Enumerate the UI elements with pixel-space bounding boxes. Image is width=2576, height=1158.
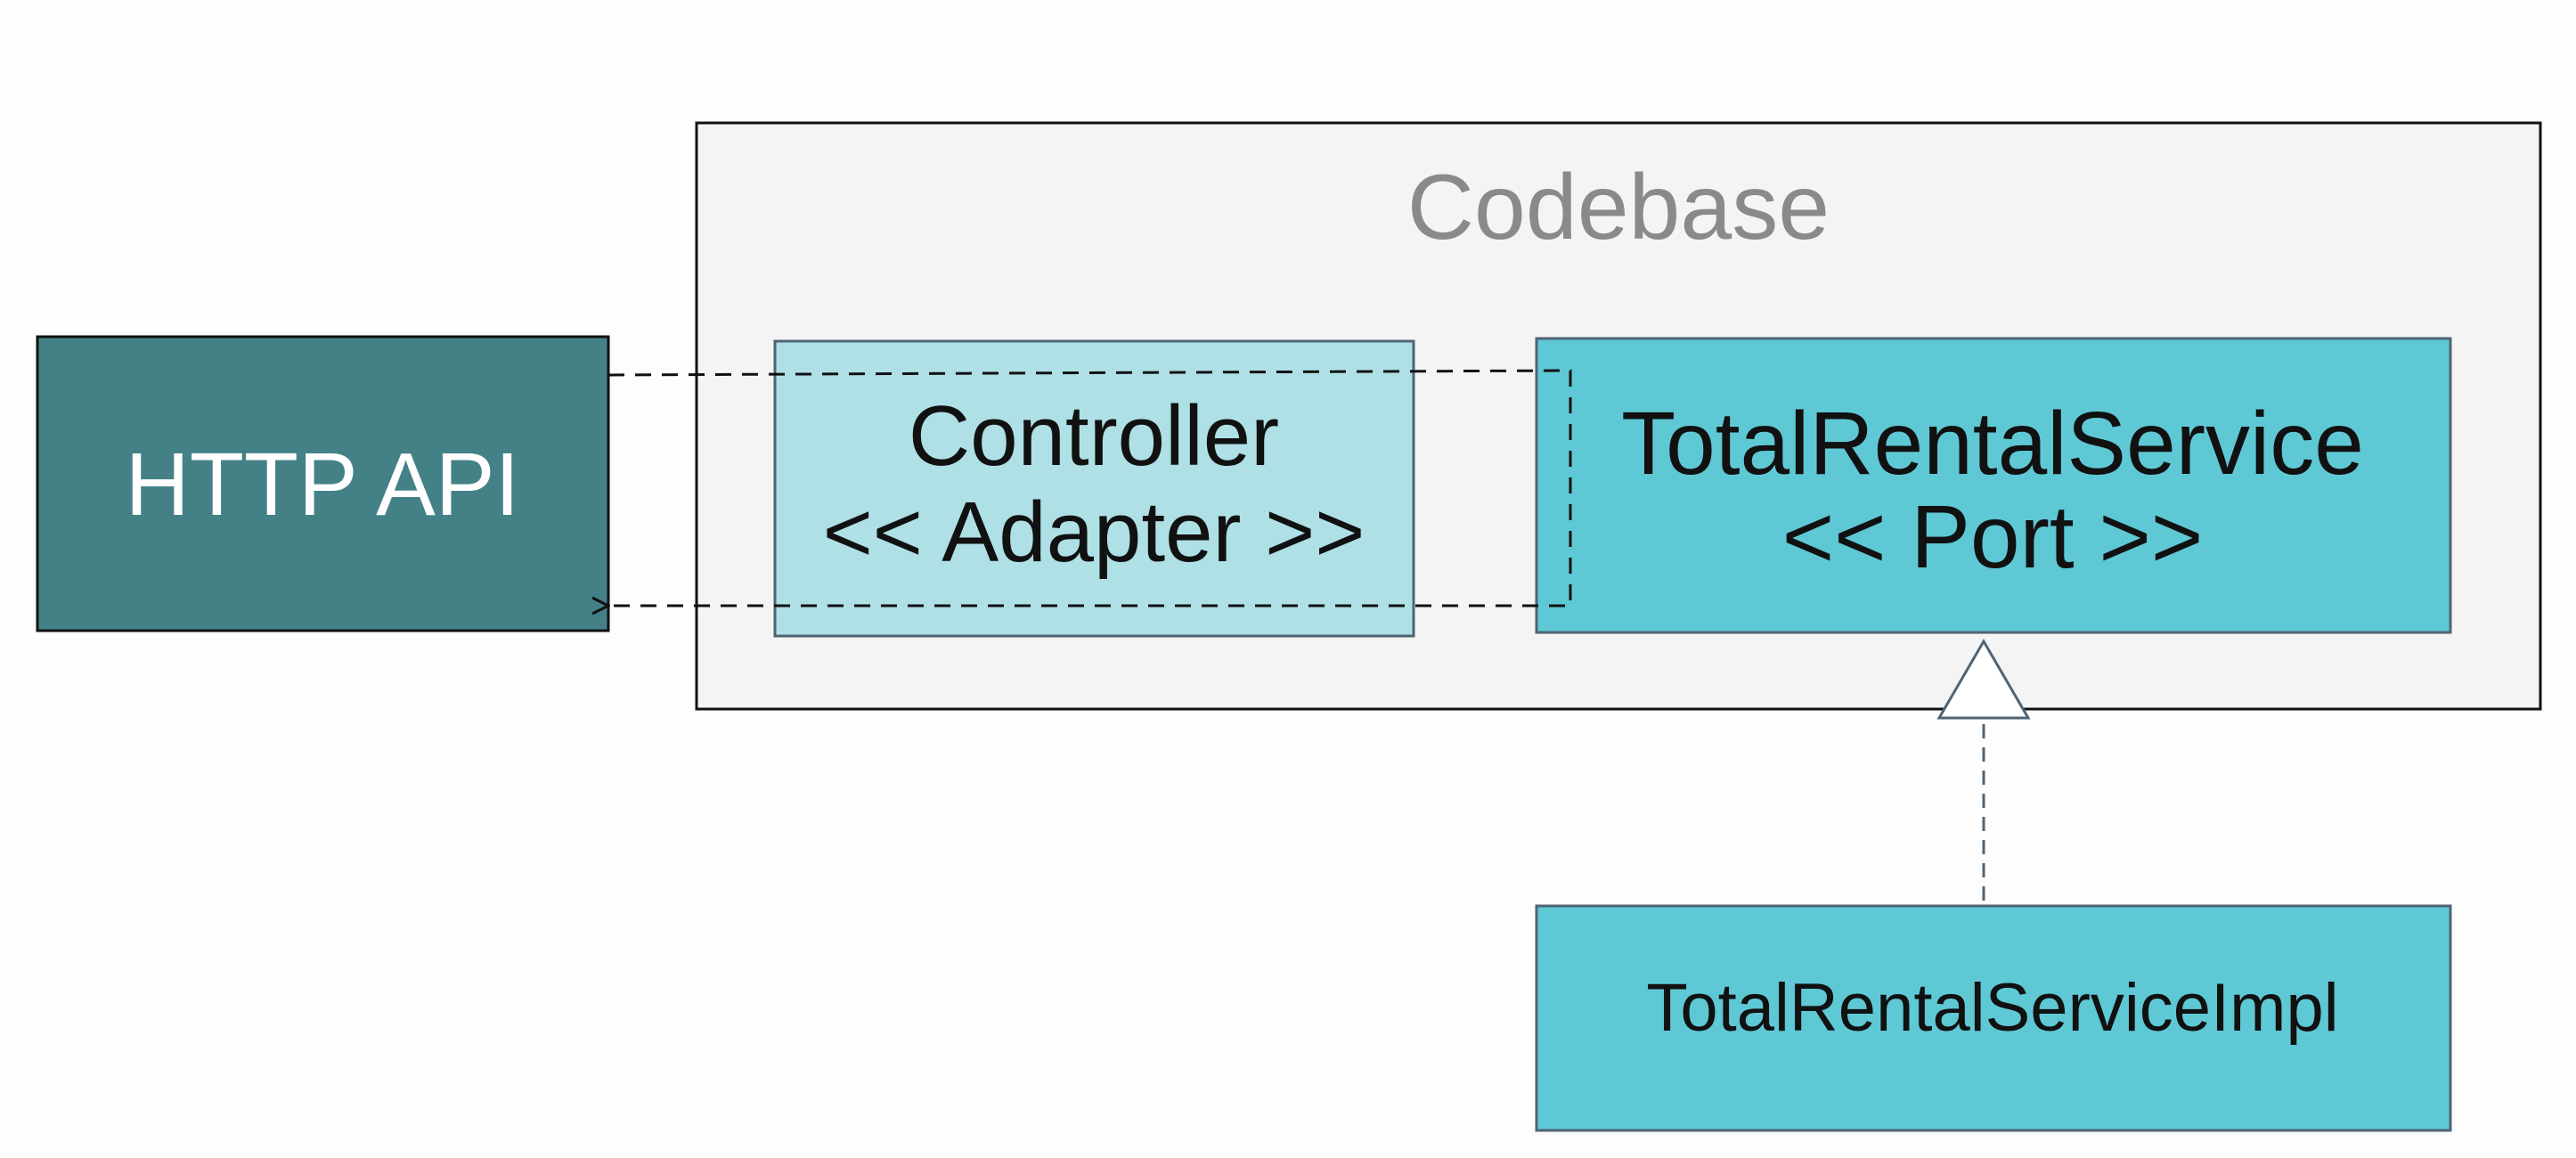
controller-name: Controller: [909, 388, 1279, 484]
dashed-request-response-arrow: [608, 369, 1572, 606]
total-rental-service-impl-box: [1535, 904, 2452, 1132]
controller-adapter-node: Controller << Adapter >>: [773, 339, 1415, 638]
http-api-node: HTTP API: [36, 335, 610, 632]
port-name: TotalRentalService: [1621, 394, 2364, 493]
http-port-dependency-connector: [608, 369, 1572, 606]
total-rental-service-port-node: TotalRentalService << Port >>: [1535, 337, 2452, 634]
total-rental-service-impl-node: TotalRentalServiceImpl: [1535, 904, 2452, 1132]
http-api-label: HTTP API: [126, 435, 520, 534]
port-stereotype: << Port >>: [1782, 487, 2204, 587]
implementation-realization-arrow: [1936, 639, 2031, 906]
realization-triangle-arrowhead: [1936, 639, 2031, 720]
total-rental-service-port-box: [1535, 337, 2452, 634]
impl-label: TotalRentalServiceImpl: [1646, 970, 2338, 1046]
codebase-title: Codebase: [1407, 156, 1830, 259]
controller-adapter-box: [773, 339, 1415, 638]
http-api-box: [36, 335, 610, 632]
controller-stereotype: << Adapter >>: [823, 485, 1365, 580]
